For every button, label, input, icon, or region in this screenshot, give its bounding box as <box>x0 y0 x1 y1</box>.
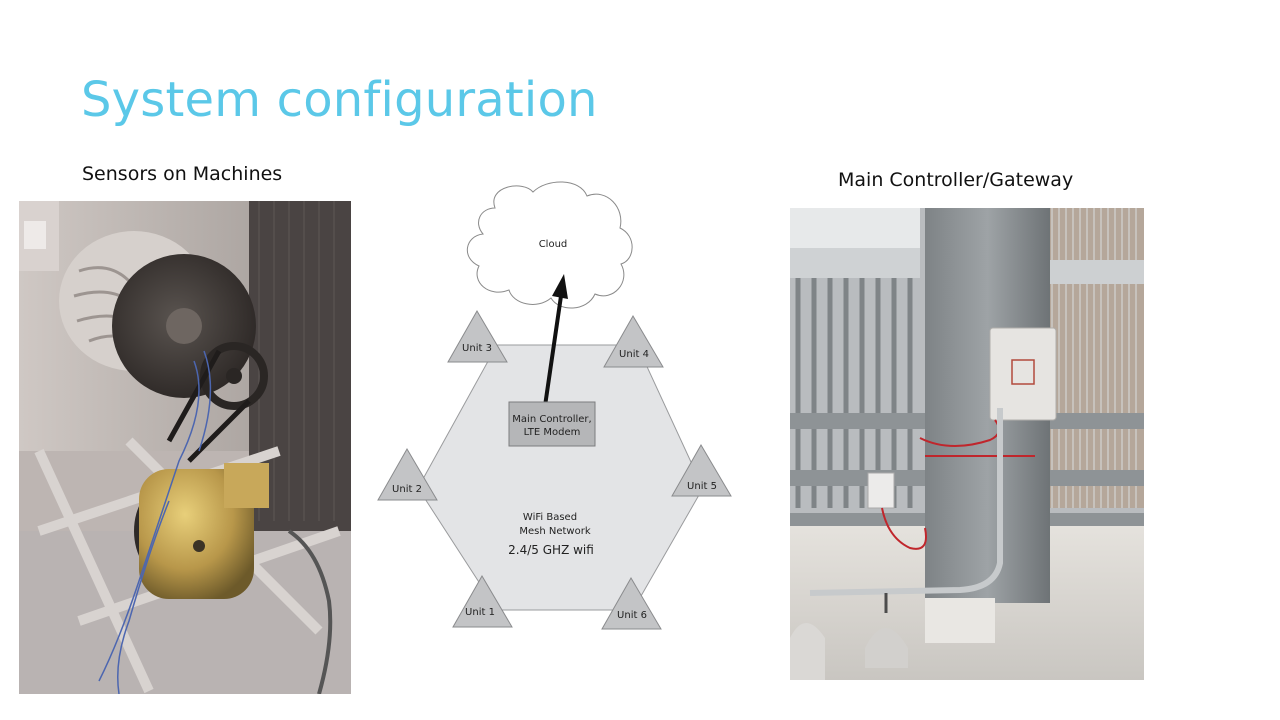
controller-label-line2: LTE Modem <box>524 427 581 438</box>
cloud-label: Cloud <box>539 239 568 250</box>
gateway-caption: Main Controller/Gateway <box>838 169 1074 191</box>
unit-6: Unit 6 <box>601 577 662 630</box>
uplink-arrow <box>543 295 563 407</box>
page-title: System configuration <box>81 72 598 128</box>
unit-3-label: Unit 3 <box>462 343 492 354</box>
mesh-network-diagram: Cloud Main Controller, LTE Modem WiFi Ba… <box>375 178 735 633</box>
controller-label-line1: Main Controller, <box>512 414 591 425</box>
gateway-illustration <box>790 208 1144 680</box>
unit-2: Unit 2 <box>377 448 438 501</box>
unit-5: Unit 5 <box>671 444 732 497</box>
wifi-band-label: 2.4/5 GHZ wifi <box>508 543 594 557</box>
unit-3: Unit 3 <box>447 310 508 363</box>
gateway-photo <box>790 208 1144 680</box>
unit-5-label: Unit 5 <box>687 481 717 492</box>
sensors-photo <box>19 201 351 694</box>
unit-1-label: Unit 1 <box>465 607 495 618</box>
unit-6-label: Unit 6 <box>617 610 647 621</box>
network-label-line2: Mesh Network <box>519 526 590 537</box>
unit-2-label: Unit 2 <box>392 484 422 495</box>
sensors-caption: Sensors on Machines <box>82 163 283 185</box>
unit-1: Unit 1 <box>452 575 513 628</box>
machine-illustration <box>19 201 351 694</box>
cloud-shape <box>467 181 633 309</box>
main-controller-box <box>508 401 596 447</box>
uplink-arrowhead <box>552 274 568 299</box>
unit-4-label: Unit 4 <box>619 349 649 360</box>
unit-4: Unit 4 <box>603 315 664 368</box>
network-label-line1: WiFi Based <box>523 512 577 523</box>
mesh-network-hexagon <box>417 344 704 611</box>
